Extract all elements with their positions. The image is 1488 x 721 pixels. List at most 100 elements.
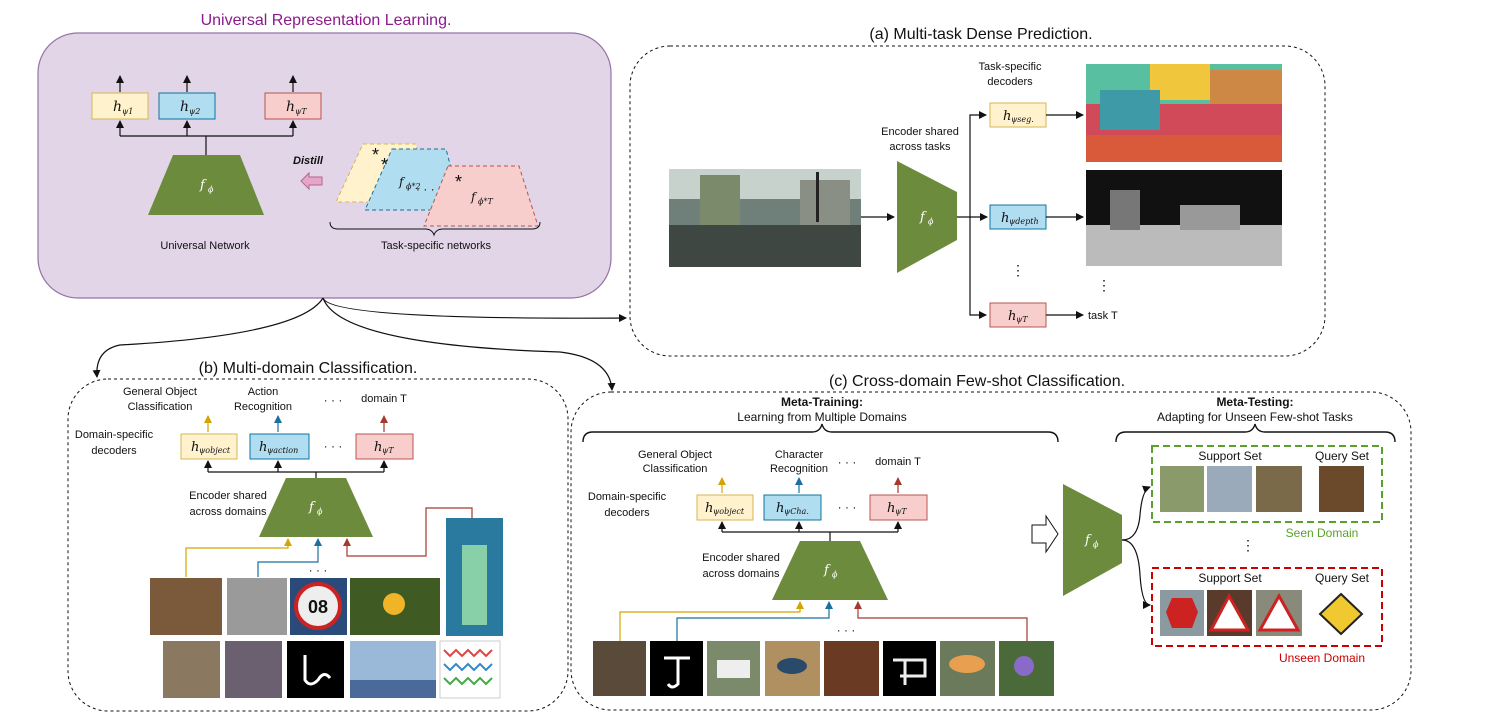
- c-encoder-label: f: [823, 563, 831, 578]
- c-input-ellipsis: · · ·: [837, 623, 856, 637]
- unseen-support-set-label: Support Set: [1198, 571, 1262, 585]
- a-encoder-label-1: Encoder shared: [881, 126, 959, 138]
- c-encoder: [772, 541, 888, 600]
- seen-support-set-label: Support Set: [1198, 449, 1262, 463]
- unseen-query-set-label: Query Set: [1315, 571, 1370, 585]
- meta-testing-subtitle: Adapting for Unseen Few-shot Tasks: [1157, 410, 1353, 424]
- meta-testing-brace: [1115, 423, 1396, 443]
- url-encoder-sub: ϕ: [208, 185, 214, 194]
- a-task-t-label: task T: [1088, 310, 1118, 322]
- meta-training-title: Meta-Training:: [781, 395, 863, 409]
- svg-text:08: 08: [308, 597, 328, 617]
- a-encoder-label: f: [919, 210, 927, 225]
- c-test-encoder: [1063, 484, 1122, 596]
- distill-arrow-icon: [300, 171, 323, 191]
- panel-c-box: [570, 391, 1412, 711]
- c-encoder-label-1: Encoder shared: [702, 552, 780, 564]
- panel-b: (b) Multi-domain Classification. General…: [67, 360, 569, 712]
- b-encoder-label-1: Encoder shared: [189, 490, 267, 502]
- task-net-2-label: f: [398, 175, 406, 189]
- panel-c: (c) Cross-domain Few-shot Classification…: [570, 373, 1412, 711]
- a-head-seg-sub: ψseg.: [1011, 115, 1034, 124]
- c-head-cha-sub: ψCha.: [784, 507, 809, 516]
- meta-test-arrow-icon: [1031, 514, 1059, 554]
- c-decoders-label-2: decoders: [604, 507, 650, 519]
- panel-c-title: (c) Cross-domain Few-shot Classification…: [829, 373, 1125, 390]
- b-head-action-sub: ψaction: [267, 446, 298, 455]
- task-net-ellipsis: · · ·: [416, 182, 435, 196]
- a-head-depth-sub: ψdepth: [1009, 217, 1039, 226]
- seen-query-set-label: Query Set: [1315, 449, 1370, 463]
- c-head-object-sub: ψobject: [713, 507, 745, 516]
- task-net-T-label: f: [470, 190, 478, 204]
- b-image-animal: [163, 641, 220, 698]
- a-output-ellipsis: ⋮: [1097, 277, 1111, 293]
- b-head-action: [249, 433, 310, 460]
- a-encoder-label-2: across tasks: [889, 141, 951, 153]
- star-icon: *: [455, 172, 462, 192]
- a-head-T: [989, 302, 1047, 328]
- b-image-action: [227, 578, 287, 635]
- a-decoders-label-1: Task-specific: [979, 61, 1042, 73]
- task-net-brace: [329, 221, 541, 237]
- seen-support-image-2: [1207, 466, 1252, 512]
- task-net-T: [423, 165, 539, 227]
- b-head-T-label: h: [374, 440, 382, 455]
- b-image-character: [287, 641, 344, 698]
- panel-a-box: [629, 45, 1326, 357]
- a-head-T-label: h: [1008, 309, 1016, 324]
- seen-query-image: [1319, 466, 1364, 512]
- b-head-object-sub: ψobject: [199, 446, 231, 455]
- task-net-T-sub: ϕ*T: [478, 197, 493, 206]
- url-head-T-sub: ψT: [295, 107, 307, 116]
- c-head-T-label: h: [887, 501, 895, 516]
- b-encoder-sub: ϕ: [317, 507, 323, 516]
- url-to-a-arrow: [322, 297, 627, 323]
- b-decoders-label-1: Domain-specific: [75, 429, 154, 441]
- meta-training-brace: [582, 423, 1059, 443]
- b-image-fox: [150, 578, 222, 635]
- b-head-object-label: h: [191, 440, 199, 455]
- c-task-2-label-2: Recognition: [770, 463, 828, 475]
- b-task-2-label-1: Action: [248, 386, 279, 398]
- c-head-T: [869, 494, 928, 521]
- star-icon: *: [372, 145, 379, 165]
- url-head-2-label: h: [180, 99, 189, 115]
- url-title: Universal Representation Learning.: [201, 12, 452, 29]
- universal-network-label: Universal Network: [160, 240, 250, 252]
- seen-support-image-3: [1256, 466, 1302, 512]
- c-head-T-sub: ψT: [895, 507, 907, 516]
- a-decoders-label-2: decoders: [987, 76, 1033, 88]
- c-test-encoder-sub: ϕ: [1093, 540, 1099, 549]
- c-task-2-label-1: Character: [775, 449, 824, 461]
- a-head-T-sub: ψT: [1016, 315, 1028, 324]
- b-task-1-label-1: General Object: [123, 386, 197, 398]
- b-task-2-label-2: Recognition: [234, 401, 292, 413]
- meta-training-subtitle: Learning from Multiple Domains: [737, 410, 906, 424]
- meta-testing-title: Meta-Testing:: [1216, 395, 1293, 409]
- url-head-T-label: h: [286, 99, 295, 115]
- depth-image: [1086, 170, 1282, 266]
- url-head-1-label: h: [113, 99, 122, 115]
- c-head-cha-label: h: [776, 501, 784, 516]
- b-encoder-label-2: across domains: [189, 506, 267, 518]
- b-head-object: [180, 433, 238, 460]
- c-decoders-label-1: Domain-specific: [588, 491, 667, 503]
- task-specific-networks-label: Task-specific networks: [381, 240, 492, 252]
- url-encoder: [148, 155, 264, 215]
- url-head-1-sub: ψ1: [122, 107, 133, 116]
- a-encoder-sub: ϕ: [928, 217, 934, 226]
- c-head-object: [696, 494, 754, 521]
- unseen-domain-label: Unseen Domain: [1279, 651, 1365, 665]
- c-encoder-sub: ϕ: [832, 570, 838, 579]
- seen-support-image-1: [1160, 466, 1204, 512]
- c-task-1-label-1: General Object: [638, 449, 712, 461]
- c-task-1-label-2: Classification: [643, 463, 708, 475]
- url-head-2-sub: ψ2: [189, 107, 200, 116]
- b-task-ellipsis: · · ·: [324, 393, 343, 407]
- c-test-encoder-label: f: [1084, 533, 1092, 548]
- c-image-texture: [824, 641, 879, 696]
- url-head-1: [91, 92, 149, 120]
- url-encoder-label: f: [199, 178, 207, 193]
